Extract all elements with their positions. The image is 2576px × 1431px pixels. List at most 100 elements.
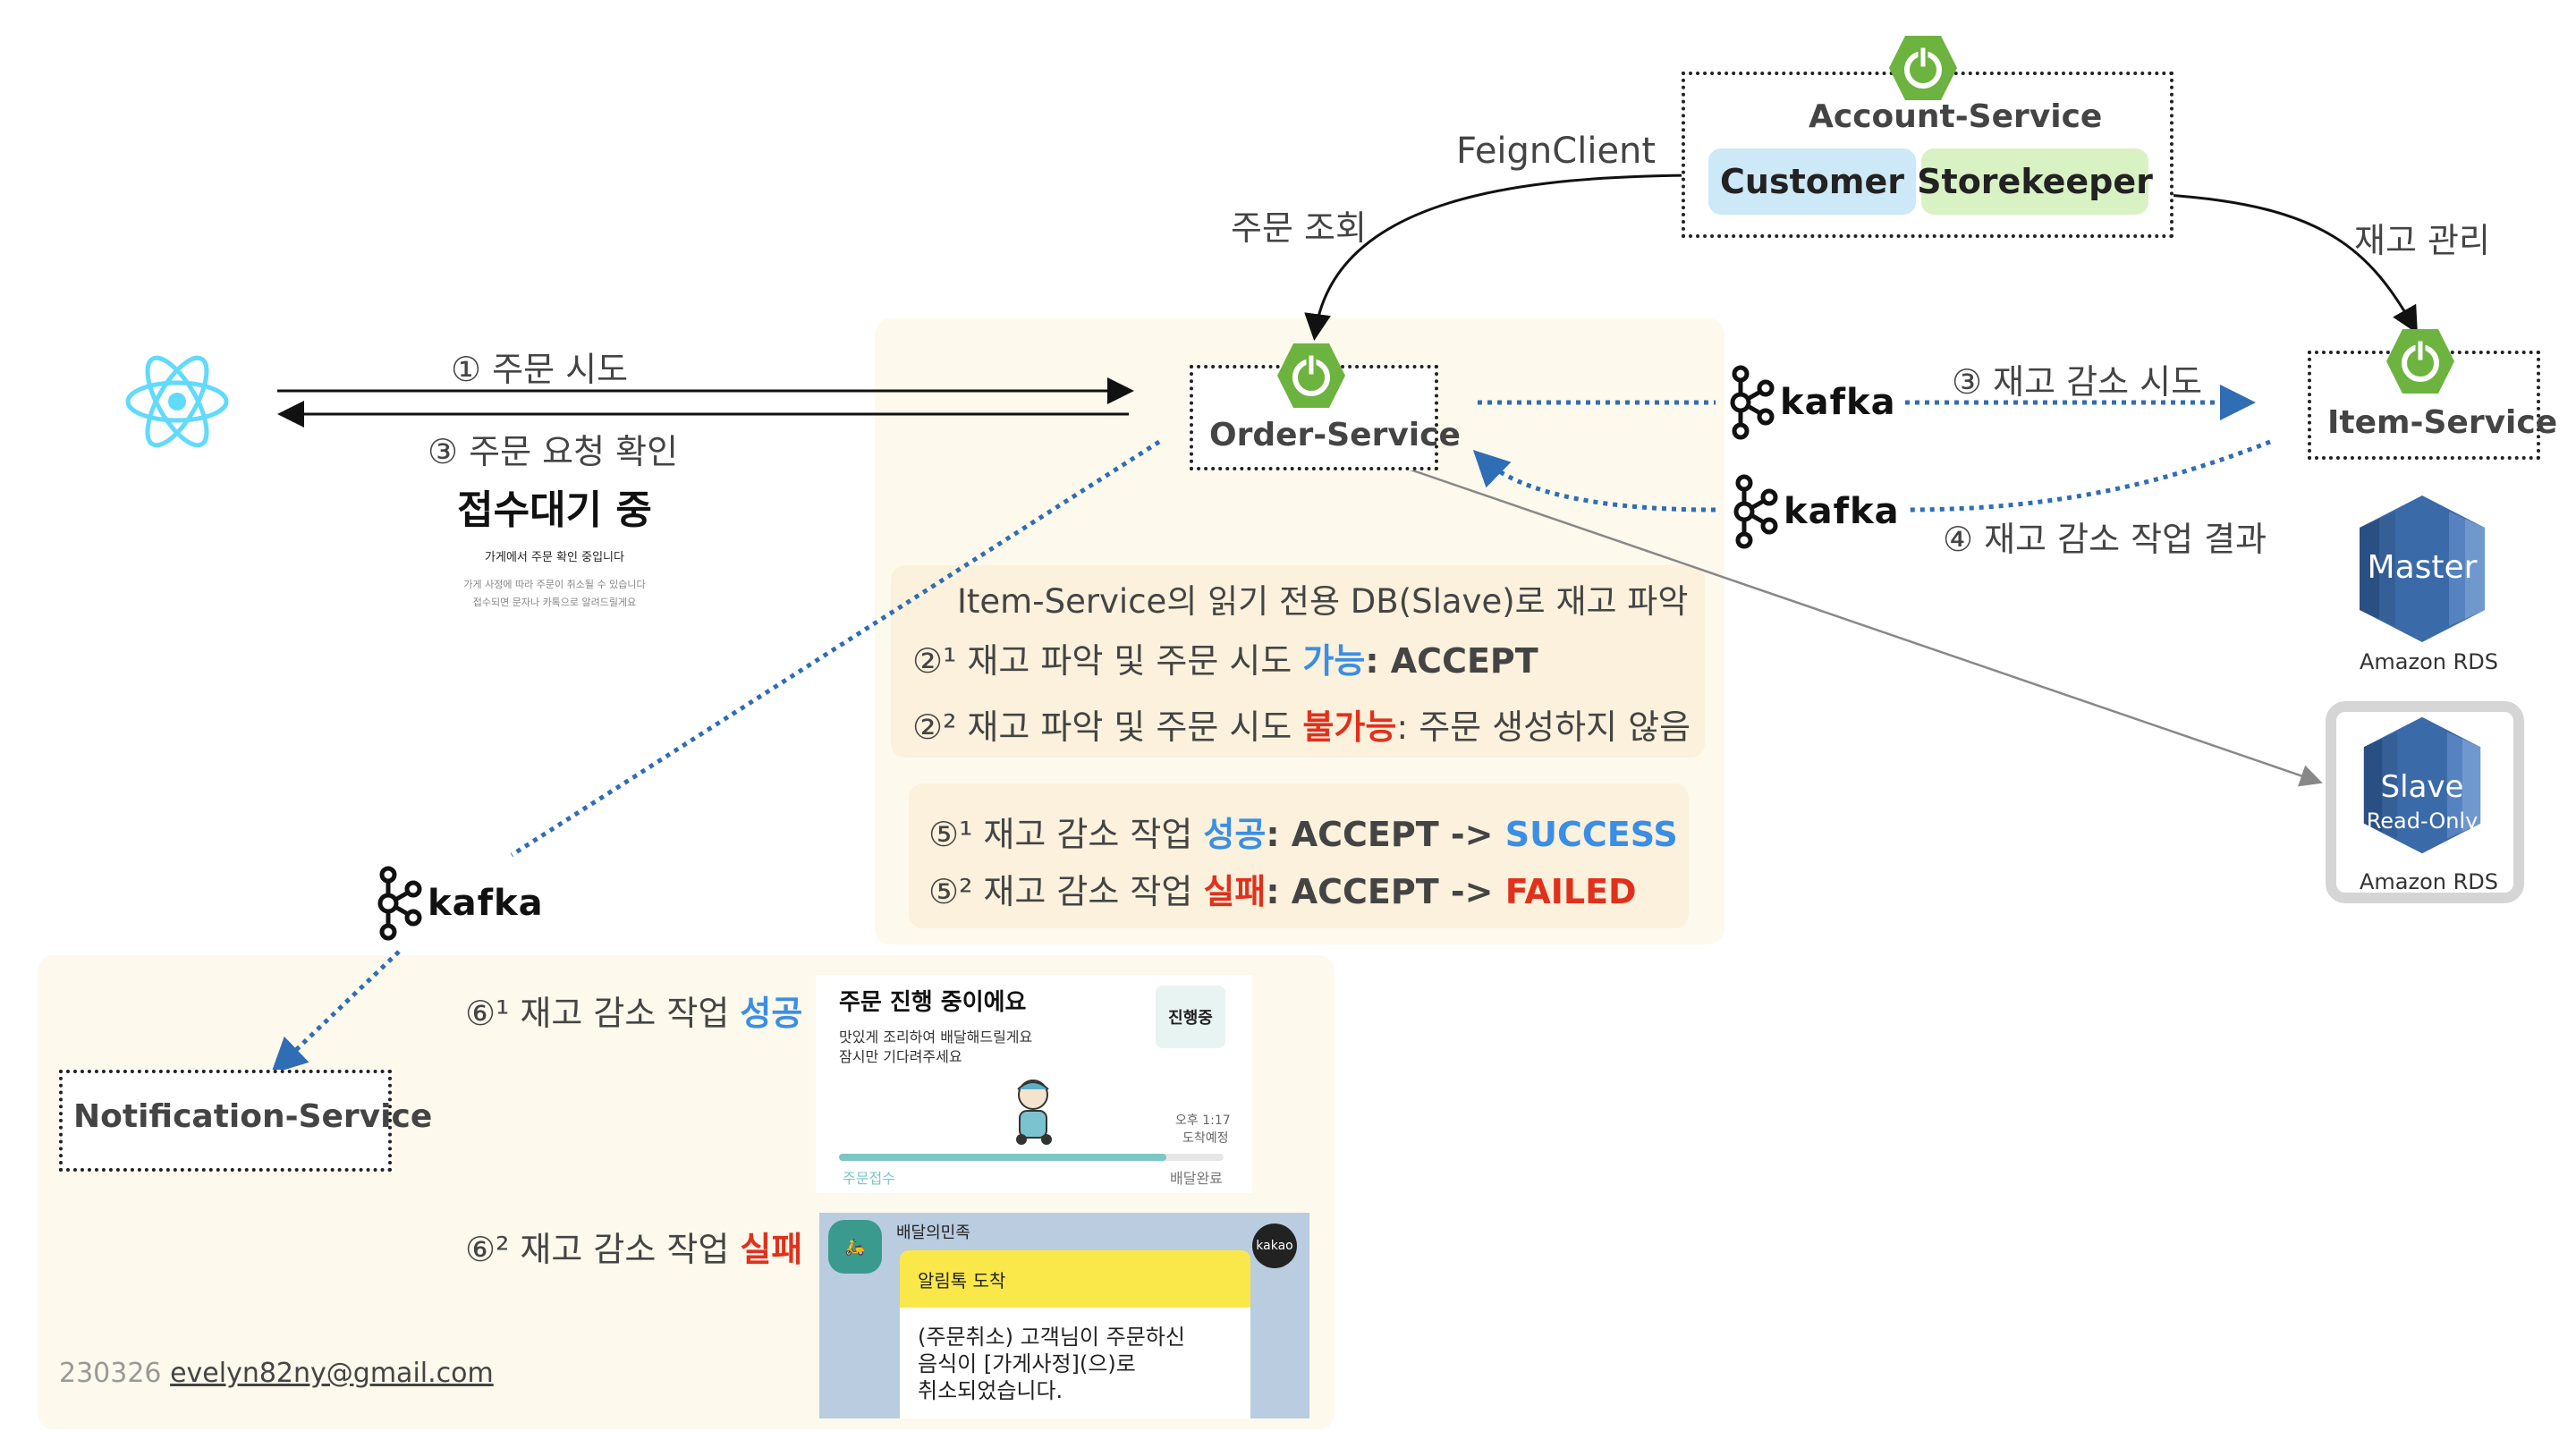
progress-title: 주문 진행 중이에요 bbox=[839, 989, 1027, 1016]
account-service-label: Account-Service bbox=[1809, 98, 2103, 135]
order-progress-card: 주문 진행 중이에요 맛있게 조리하여 배달해드릴게요 잠시만 기다려주세요 진… bbox=[816, 975, 1252, 1193]
customer-role: Customer bbox=[1708, 148, 1916, 215]
step-6-1-keyword: 성공 bbox=[740, 994, 803, 1033]
stock-result-label: ④ 재고 감소 작업 결과 bbox=[1943, 520, 2267, 559]
footer-credit: 230326 evelyn82ny@gmail.com bbox=[59, 1358, 494, 1389]
baemin-avatar: 🛵 bbox=[828, 1220, 882, 1274]
progress-eta: 도착예정 bbox=[1182, 1131, 1229, 1146]
step-2-1-suffix: : ACCEPT bbox=[1365, 641, 1538, 681]
step-5-1-status: SUCCESS bbox=[1504, 815, 1678, 854]
footer-date: 230326 bbox=[59, 1358, 162, 1389]
step-5-2-status: FAILED bbox=[1504, 872, 1637, 911]
kafka-icon bbox=[1733, 474, 1778, 549]
master-db-icon bbox=[2360, 495, 2485, 642]
stock-try-label: ③ 재고 감소 시도 bbox=[1952, 362, 2203, 402]
client-status-note2: 접수되면 문자나 카톡으로 알려드릴게요 bbox=[472, 597, 637, 608]
react-icon bbox=[125, 355, 229, 448]
step-2-2-prefix: ②² 재고 파악 및 주문 시도 bbox=[912, 707, 1303, 747]
order-to-slave-arrow bbox=[1396, 463, 2323, 787]
step-5-2-mid: : ACCEPT -> bbox=[1266, 872, 1505, 911]
stock-result-panel bbox=[909, 783, 1689, 928]
client-status-note1: 가게 사정에 따라 주문이 취소될 수 있습니다 bbox=[463, 579, 646, 590]
slave-db-label: Slave bbox=[2380, 769, 2464, 805]
kafka-icon bbox=[1730, 365, 1775, 440]
order-to-notify-kafka-arrow bbox=[510, 439, 1161, 858]
kafka-label: kafka bbox=[1780, 382, 1896, 423]
step-6-2-prefix: ⑥² 재고 감소 작업 bbox=[465, 1230, 741, 1269]
step-2-2-suffix: : 주문 생성하지 않음 bbox=[1396, 707, 1691, 747]
step-5-1-keyword: 성공 bbox=[1203, 815, 1267, 854]
client-status-screen: 접수대기 중 가게에서 주문 확인 중입니다 가게 사정에 따라 주문이 취소될… bbox=[420, 478, 689, 612]
progress-time: 오후 1:17 bbox=[1175, 1113, 1231, 1128]
progress-badge: 진행중 bbox=[1156, 986, 1225, 1048]
client-status-title: 접수대기 중 bbox=[457, 487, 652, 533]
footer-email[interactable]: evelyn82ny@gmail.com bbox=[170, 1358, 494, 1389]
baemin-avatar-icon: 🛵 bbox=[844, 1237, 866, 1257]
progress-track bbox=[839, 1154, 1224, 1161]
kakao-banner: 알림톡 도착 bbox=[900, 1250, 1250, 1308]
kafka-icon bbox=[377, 866, 422, 941]
kakao-badge: kakao bbox=[1252, 1224, 1297, 1268]
step-5-2-prefix: ⑤² 재고 감소 작업 bbox=[928, 872, 1204, 911]
delivery-rider-icon bbox=[1016, 1080, 1052, 1145]
feign-arrow bbox=[1304, 174, 1709, 341]
storekeeper-role: Storekeeper bbox=[1917, 148, 2153, 215]
progress-fill bbox=[839, 1154, 1166, 1161]
item-spring-icon bbox=[2386, 329, 2454, 394]
notification-service-box bbox=[59, 1070, 392, 1172]
progress-start: 주문접수 bbox=[843, 1170, 895, 1187]
order-try-label: ① 주문 시도 bbox=[451, 350, 629, 389]
step-6-1: ⑥¹ 재고 감소 작업 성공 bbox=[465, 986, 802, 1035]
account-spring-icon bbox=[1889, 36, 1957, 100]
progress-line2: 잠시만 기다려주세요 bbox=[839, 1048, 962, 1065]
kafka-to-order-arrow bbox=[1472, 450, 1716, 512]
order-confirm-label: ③ 주문 요청 확인 bbox=[428, 432, 679, 471]
kafka-label: kafka bbox=[428, 883, 544, 924]
step-5-1: ⑤¹ 재고 감소 작업 성공: ACCEPT -> SUCCESS bbox=[928, 807, 1678, 856]
slave-db-frame bbox=[2326, 701, 2524, 903]
master-rds-label: Amazon RDS bbox=[2360, 649, 2499, 674]
step-5-2: ⑤² 재고 감소 작업 실패: ACCEPT -> FAILED bbox=[928, 864, 1637, 913]
step-2-2-keyword: 불가능 bbox=[1302, 707, 1397, 747]
slave-rds-label: Amazon RDS bbox=[2360, 869, 2499, 894]
item-to-kafka-arrow bbox=[1904, 439, 2271, 512]
step-2-1-prefix: ②¹ 재고 파악 및 주문 시도 bbox=[912, 641, 1303, 681]
step-6-1-prefix: ⑥¹ 재고 감소 작업 bbox=[465, 994, 741, 1033]
slave-db-icon bbox=[2363, 716, 2481, 854]
item-service-label: Item-Service bbox=[2327, 404, 2558, 441]
kafka-to-notification-arrow bbox=[270, 950, 401, 1074]
step-6-2: ⑥² 재고 감소 작업 실패 bbox=[465, 1222, 802, 1271]
kafka-notification: kafka bbox=[374, 866, 544, 941]
kakao-alert-card: 🛵 배달의민족 kakao 알림톡 도착 (주문취소) 고객님이 주문하신 음식… bbox=[819, 1213, 1309, 1418]
stock-manage-label: 재고 관리 bbox=[2354, 221, 2490, 260]
step-5-1-prefix: ⑤¹ 재고 감소 작업 bbox=[928, 815, 1204, 854]
progress-end: 배달완료 bbox=[1170, 1170, 1223, 1187]
kafka-label: kafka bbox=[1784, 491, 1900, 532]
notification-service-label: Notification-Service bbox=[73, 1098, 433, 1135]
kakao-message-line2: 음식이 [가게사정](으)로 bbox=[918, 1351, 1136, 1376]
kakao-message: (주문취소) 고객님이 주문하신 음식이 [가게사정](으)로 취소되었습니다. bbox=[900, 1308, 1250, 1418]
master-db-label: Master bbox=[2367, 549, 2478, 586]
order-spring-icon bbox=[1277, 343, 1345, 408]
order-service-label: Order-Service bbox=[1209, 417, 1461, 453]
slave-db-sublabel: Read-Only bbox=[2366, 809, 2479, 834]
step-2-1-keyword: 가능 bbox=[1302, 641, 1366, 681]
order-query-label: 주문 조회 bbox=[1231, 208, 1367, 248]
read-db-note: Item-Service의 읽기 전용 DB(Slave)로 재고 파악 bbox=[957, 582, 1689, 621]
step-5-1-mid: : ACCEPT -> bbox=[1266, 815, 1505, 854]
kakao-message-line1: (주문취소) 고객님이 주문하신 bbox=[918, 1325, 1185, 1350]
step-5-2-keyword: 실패 bbox=[1203, 872, 1267, 911]
client-status-subtitle: 가게에서 주문 확인 중입니다 bbox=[485, 551, 624, 564]
stock-check-panel bbox=[891, 565, 1705, 758]
kakao-sender: 배달의민족 bbox=[896, 1224, 970, 1242]
kafka-stock-result: kafka bbox=[1730, 474, 1900, 549]
step-6-2-keyword: 실패 bbox=[740, 1230, 803, 1269]
kafka-stock-try: kafka bbox=[1726, 365, 1896, 440]
feign-client-label: FeignClient bbox=[1456, 131, 1657, 172]
stock-manage-arrow bbox=[2165, 193, 2418, 334]
step-2-1: ②¹ 재고 파악 및 주문 시도 가능: ACCEPT bbox=[912, 633, 1538, 682]
kakao-message-line3: 취소되었습니다. bbox=[918, 1378, 1063, 1403]
progress-line1: 맛있게 조리하여 배달해드릴게요 bbox=[839, 1029, 1033, 1046]
step-2-2: ②² 재고 파악 및 주문 시도 불가능: 주문 생성하지 않음 bbox=[912, 699, 1690, 749]
